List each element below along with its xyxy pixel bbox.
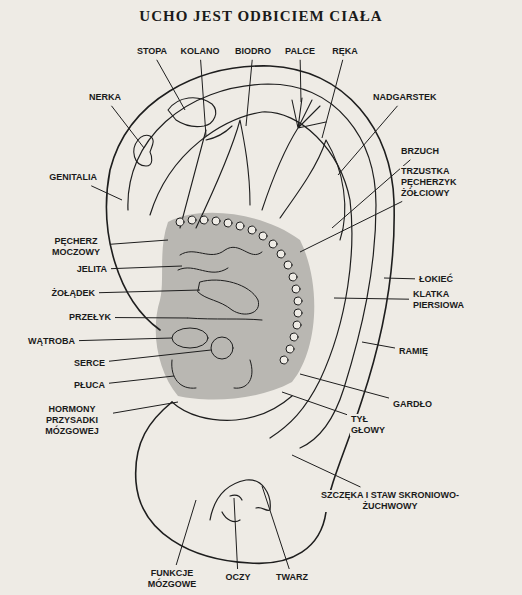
leader-line — [338, 106, 398, 175]
leader-line — [292, 455, 360, 487]
kidney-sketch — [134, 135, 153, 166]
hand-sketch — [262, 98, 345, 240]
organ-label: HORMONY PRZYSADKI MÓZGOWEJ — [34, 404, 110, 436]
intestine-sketch — [178, 247, 262, 272]
leader-line — [300, 201, 402, 252]
leader-line — [111, 106, 144, 148]
heart-sketch — [211, 337, 233, 359]
leader-line — [332, 160, 410, 228]
leader-line — [110, 240, 168, 244]
organ-label: PALCE — [284, 46, 316, 57]
leader-line — [262, 486, 289, 569]
diagram-title: UCHO JEST ODBICIEM CIAŁA — [0, 8, 522, 25]
leader-line — [234, 498, 238, 569]
organ-label: GARDŁO — [392, 399, 433, 410]
organ-label: BIODRO — [234, 46, 272, 57]
leader-line — [322, 60, 343, 138]
leader-line — [109, 350, 211, 361]
leader-line — [113, 402, 178, 413]
face-sketch — [210, 480, 270, 522]
leader-line — [300, 374, 389, 398]
leader-line — [109, 376, 174, 383]
organ-label: OCZY — [224, 572, 251, 583]
foot-sketch — [168, 98, 216, 127]
lung-sketch — [172, 360, 252, 388]
esophagus-sketch — [188, 318, 262, 320]
organ-label: FUNKCJE MÓZGOWE — [141, 568, 203, 590]
organ-label: STOPA — [136, 46, 168, 57]
leader-line — [201, 60, 206, 136]
organ-label: JELITA — [76, 264, 108, 275]
leg-sketch — [180, 120, 250, 228]
organ-label: NERKA — [88, 92, 122, 103]
leader-line — [334, 298, 409, 299]
leader-line — [157, 60, 185, 110]
organ-label: ŁOKIEĆ — [418, 274, 454, 285]
leader-line — [362, 342, 395, 348]
organ-label: RĘKA — [331, 46, 359, 57]
organ-label: SZCZĘKA I STAW SKRONIOWO-ŻUCHWOWY — [319, 490, 461, 512]
stomach-sketch — [198, 280, 259, 314]
leader-line — [282, 392, 347, 415]
leader-line — [246, 60, 252, 126]
organ-label: GENITALIA — [48, 172, 98, 183]
organ-label: KLATKA PIERSIOWA — [412, 289, 480, 311]
organ-label: PĘCHERZ MOCZOWY — [45, 236, 107, 258]
leader-line — [79, 338, 172, 341]
antihelix — [150, 112, 352, 438]
organ-label: WĄTROBA — [27, 336, 76, 347]
liver-sketch — [172, 328, 208, 348]
concha-shading — [156, 213, 315, 400]
ear-outline — [107, 66, 395, 563]
organ-label: PRZEŁYK — [68, 312, 112, 323]
organ-label: TRZUSTKA PĘCHERZYK ŻÓŁCIOWY — [400, 166, 482, 198]
organ-label: RAMIĘ — [398, 346, 429, 357]
leader-line — [300, 60, 302, 102]
leader-line — [384, 278, 415, 280]
leader-line — [176, 500, 196, 565]
organ-label: KOLANO — [180, 46, 221, 57]
organ-label: TYŁ GŁOWY — [350, 414, 402, 436]
organ-label: TWARZ — [275, 572, 309, 583]
leader-line — [99, 290, 200, 293]
organ-label: BRZUCH — [400, 146, 440, 157]
organ-label: PŁUCA — [73, 380, 106, 391]
helix-rim — [128, 84, 376, 448]
leader-line — [91, 186, 122, 200]
tragus — [172, 396, 292, 420]
organ-label: NADGARSTEK — [372, 92, 438, 103]
organ-label: SERCE — [73, 358, 106, 369]
organ-label: ŻOŁĄDEK — [51, 288, 97, 299]
leader-line — [111, 266, 182, 269]
leader-line — [115, 317, 188, 318]
